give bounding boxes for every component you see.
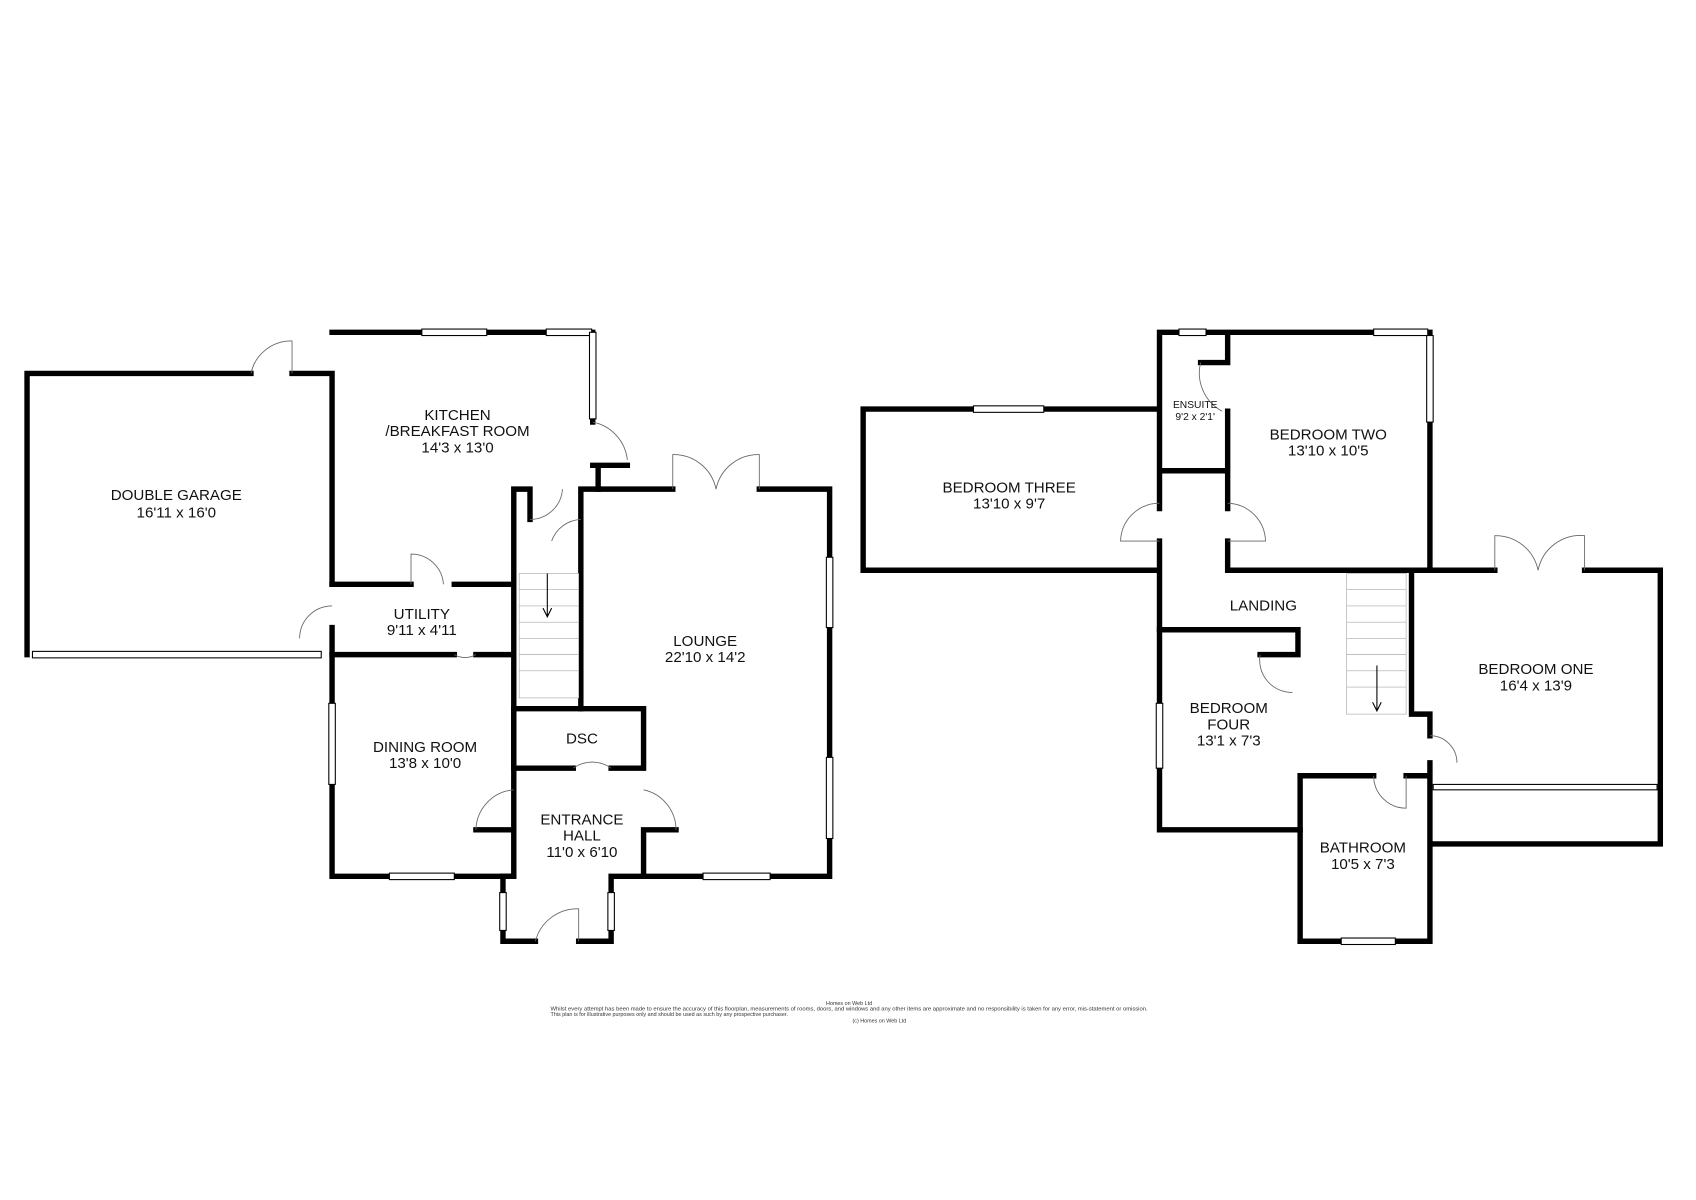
window xyxy=(388,872,455,881)
room-size: 13'8 x 10'0 xyxy=(389,755,461,772)
disclaimer-text: Whilst every attempt has been made to en… xyxy=(551,1006,1148,1012)
stair-arrow-icon xyxy=(542,573,553,618)
window xyxy=(421,328,488,337)
room-size: 9'11 x 4'11 xyxy=(387,622,457,639)
room-labels: DOUBLE GARAGE 16'11 x 16'0 KITCHEN /BREA… xyxy=(111,400,1594,873)
room-name: BEDROOM THREE xyxy=(942,479,1075,496)
window xyxy=(1426,335,1434,423)
ground-floor-walls xyxy=(24,328,834,944)
window xyxy=(1155,702,1164,769)
disclaimer-copyright: (c) Homes on Web Ltd xyxy=(852,1018,906,1024)
window xyxy=(825,756,834,840)
room-name: KITCHEN xyxy=(424,407,490,424)
window xyxy=(702,872,771,881)
room-name: UTILITY xyxy=(394,606,450,623)
ground-staircase xyxy=(518,573,579,699)
wardrobe xyxy=(1432,783,1658,791)
first-floor-walls xyxy=(860,328,1664,946)
room-size: 11'0 x 6'10 xyxy=(546,844,617,861)
room-name: ENSUITE xyxy=(1173,400,1218,411)
window xyxy=(499,892,507,931)
window xyxy=(972,405,1045,413)
garage-door xyxy=(31,650,322,659)
room-name: DOUBLE GARAGE xyxy=(111,487,242,504)
stair-arrow-icon xyxy=(1372,665,1382,713)
room-name: DSC xyxy=(566,730,598,747)
room-name: /BREAKFAST ROOM xyxy=(385,423,529,440)
room-name: DINING ROOM xyxy=(373,739,477,756)
room-name: BEDROOM xyxy=(1190,700,1268,717)
window xyxy=(1373,328,1429,337)
room-name: HALL xyxy=(563,828,601,845)
room-size: 14'3 x 13'0 xyxy=(421,439,493,456)
room-size: 9'2 x 2'1' xyxy=(1175,412,1215,423)
disclaimer: Homes on Web Ltd Whilst every attempt ha… xyxy=(551,1001,1148,1024)
window xyxy=(545,328,593,337)
window xyxy=(1178,328,1207,337)
room-size: 16'11 x 16'0 xyxy=(137,504,217,521)
room-size: 13'10 x 9'7 xyxy=(973,496,1045,513)
disclaimer-text: This plan is for illustrative purposes o… xyxy=(551,1012,788,1018)
first-staircase xyxy=(1346,573,1407,715)
room-name: LOUNGE xyxy=(673,633,737,650)
disclaimer-company: Homes on Web Ltd xyxy=(826,1001,872,1007)
room-size: 16'4 x 13'9 xyxy=(1500,677,1572,694)
room-name: BATHROOM xyxy=(1320,840,1406,857)
room-size: 13'10 x 10'5 xyxy=(1288,443,1369,460)
window xyxy=(328,702,336,785)
room-name: LANDING xyxy=(1230,597,1297,614)
room-name: BEDROOM TWO xyxy=(1270,426,1388,443)
room-size: 22'10 x 14'2 xyxy=(665,649,746,666)
room-size: 13'1 x 7'3 xyxy=(1197,732,1261,749)
window xyxy=(588,331,597,420)
room-name: FOUR xyxy=(1207,716,1250,733)
window xyxy=(607,892,615,931)
room-name: ENTRANCE xyxy=(540,811,623,828)
window xyxy=(825,556,834,629)
room-name: BEDROOM ONE xyxy=(1478,661,1593,678)
room-size: 10'5 x 7'3 xyxy=(1331,856,1395,873)
window xyxy=(1340,937,1396,946)
